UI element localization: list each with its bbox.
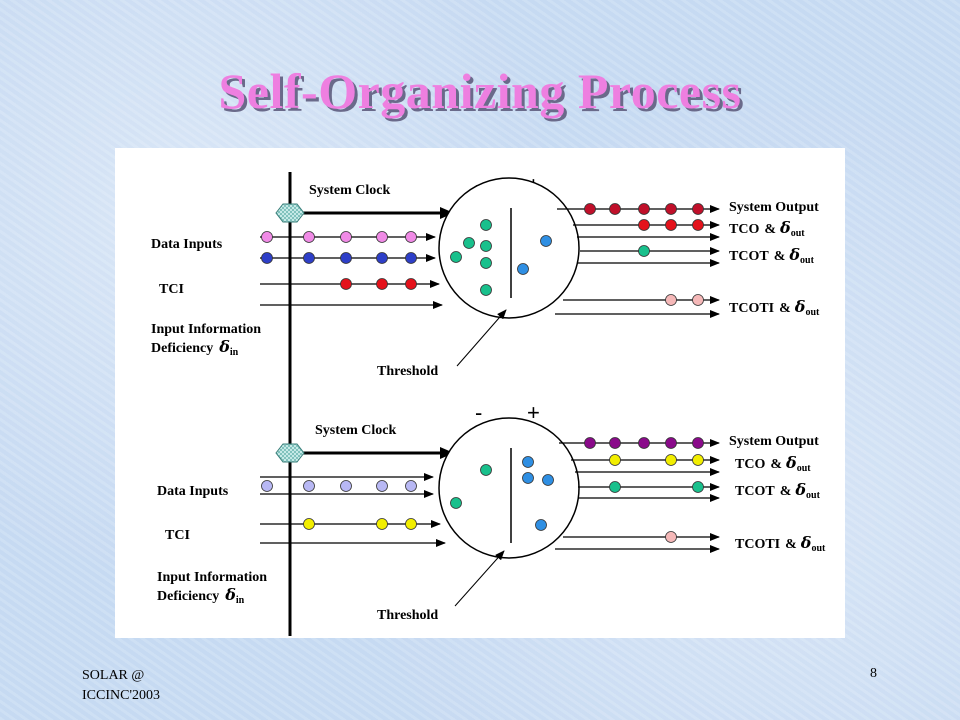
tci-tokens-red bbox=[340, 278, 417, 290]
panel-top: System Clock - + Data Inputs T bbox=[151, 172, 820, 379]
process-diagram: System Clock - + Data Inputs T bbox=[151, 172, 826, 636]
tco-label-bottom: TCO&δout bbox=[735, 453, 811, 474]
clock-hexagon-bottom bbox=[275, 443, 305, 463]
data-input-tokens-blue bbox=[261, 252, 417, 264]
tci-label-bottom: TCI bbox=[165, 528, 190, 543]
footer-source: SOLAR @ ICCINC'2003 bbox=[82, 666, 222, 706]
threshold-pointer-bottom bbox=[454, 550, 505, 607]
data-input-tokens-lavender bbox=[261, 480, 417, 492]
footer-line1: SOLAR @ bbox=[82, 668, 145, 683]
tcoti-label-top: TCOTI&δout bbox=[729, 297, 820, 318]
deficiency-line1-bottom: Input Information bbox=[157, 570, 267, 585]
tcot-tokens-top bbox=[638, 245, 650, 257]
system-output-tokens-bottom bbox=[584, 437, 704, 449]
clock-hexagon-top bbox=[275, 203, 305, 223]
footer-line2: ICCINC'2003 bbox=[82, 688, 160, 703]
panel-bottom: System Clock - + Data Inputs TCI Input I… bbox=[157, 400, 826, 623]
tcoti-label-bottom: TCOTI&δout bbox=[735, 533, 826, 554]
tcoti-tokens-top bbox=[665, 294, 704, 306]
threshold-label-bottom: Threshold bbox=[377, 608, 438, 623]
tci-label-top: TCI bbox=[159, 282, 184, 297]
diagram-panel: System Clock - + Data Inputs T bbox=[115, 148, 845, 638]
data-inputs-label-top: Data Inputs bbox=[151, 237, 223, 252]
tcot-tokens-bottom bbox=[609, 481, 704, 493]
processing-circle-top bbox=[438, 177, 580, 319]
threshold-label-top: Threshold bbox=[377, 364, 438, 379]
system-clock-label-bottom: System Clock bbox=[315, 423, 396, 438]
slide-title: Self-Organizing Process bbox=[218, 63, 742, 119]
system-output-label-bottom: System Output bbox=[729, 434, 819, 449]
processing-circle-bottom bbox=[438, 417, 580, 559]
tco-label-top: TCO&δout bbox=[729, 218, 805, 239]
threshold-pointer-top bbox=[456, 309, 507, 367]
tco-tokens-top bbox=[638, 219, 704, 231]
data-input-tokens-pink bbox=[261, 231, 417, 243]
internal-tokens-bottom bbox=[450, 456, 554, 531]
plus-sign-bottom: + bbox=[527, 400, 540, 425]
system-clock-label-top: System Clock bbox=[309, 183, 390, 198]
system-output-tokens-top bbox=[584, 203, 704, 215]
page-number: 8 bbox=[870, 666, 877, 681]
minus-sign-bottom: - bbox=[475, 400, 482, 425]
tci-tokens-yellow bbox=[303, 518, 417, 530]
system-output-label-top: System Output bbox=[729, 200, 819, 215]
tcot-label-top: TCOT&δout bbox=[729, 245, 815, 266]
tcot-label-bottom: TCOT&δout bbox=[735, 480, 821, 501]
data-inputs-label-bottom: Data Inputs bbox=[157, 484, 229, 499]
deficiency-line1-top: Input Information bbox=[151, 322, 261, 337]
internal-tokens-top bbox=[450, 219, 552, 296]
tcoti-tokens-bottom bbox=[665, 531, 677, 543]
tco-tokens-bottom bbox=[609, 454, 704, 466]
